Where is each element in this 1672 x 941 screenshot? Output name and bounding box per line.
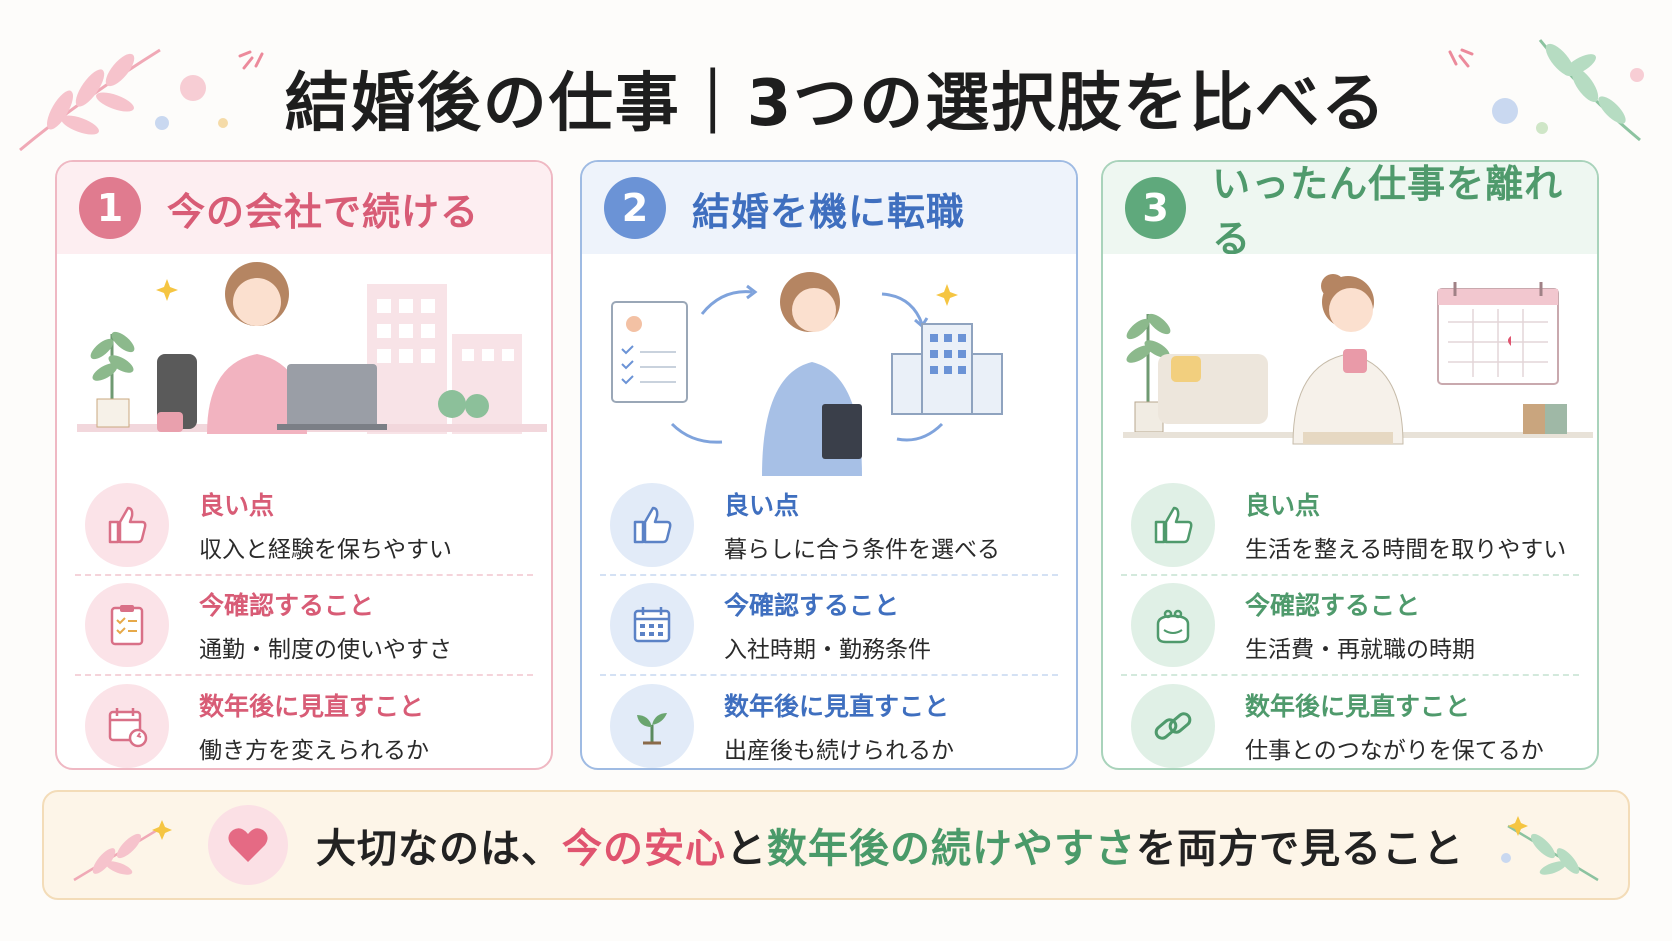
clipboard-icon [85,583,169,667]
list-item: 数年後に見直すこと 働き方を変えられるか [75,676,533,768]
chain-link-icon [1131,684,1215,768]
list-item: 良い点 収入と経験を保ちやすい [75,476,533,576]
list-item: 今確認すること 入社時期・勤務条件 [600,576,1058,676]
decor-dot [155,116,169,130]
option-card-2: 2 結婚を機に転職 [580,160,1078,770]
row-value: 仕事とのつながりを保てるか [1245,738,1544,764]
option-title: 結婚を機に転職 [692,189,966,234]
decor-dot [1492,98,1518,124]
row-value: 働き方を変えられるか [199,738,429,764]
row-value: 収入と経験を保ちやすい [199,537,452,563]
calendar-icon [610,583,694,667]
list-item: 良い点 暮らしに合う条件を選べる [600,476,1058,576]
option-card-3: 3 いったん仕事を離れる [1101,160,1599,770]
summary-text: 大切なのは、今の安心と数年後の続けやすさを両方で見ること [316,816,1464,874]
summary-highlight-now: 今の安心 [562,826,726,872]
card-header: 1 今の会社で続ける [57,162,551,254]
list-item: 数年後に見直すこと 出産後も続けられるか [600,676,1058,768]
option-number-badge: 1 [79,177,141,239]
decor-dot [180,75,206,101]
summary-mid: と [726,826,767,872]
job-change-illustration [582,254,1076,476]
sprout-icon [610,684,694,768]
leaf-decoration-top-right [1538,39,1641,142]
card-header: 2 結婚を機に転職 [582,162,1076,254]
leaf-decoration-bottom-left [73,820,172,882]
list-item: 数年後に見直すこと 仕事とのつながりを保てるか [1121,676,1579,768]
thumbs-up-icon [610,483,694,567]
option-title: いったん仕事を離れる [1212,162,1564,261]
page-title: 結婚後の仕事｜3つの選択肢を比べる [284,67,1388,141]
row-label: 数年後に見直すこと [1245,692,1471,721]
list-item: 良い点 生活を整える時間を取りやすい [1121,476,1579,576]
calendar-refresh-icon [85,684,169,768]
row-label: 今確認すること [1245,591,1421,620]
decor-dot [1630,68,1644,82]
decor-dot [218,118,228,128]
list-item: 今確認すること 通勤・制度の使いやすさ [75,576,533,676]
option-title: 今の会社で続ける [167,189,480,234]
row-label: 数年後に見直すこと [199,692,425,721]
home-life-illustration [1103,254,1597,476]
thumbs-up-icon [1131,483,1215,567]
row-value: 生活を整える時間を取りやすい [1245,537,1567,563]
card-header: 3 いったん仕事を離れる [1103,162,1597,261]
option-number-badge: 3 [1125,177,1187,239]
sparkle-lines-left [238,50,264,70]
row-label: 今確認すること [724,591,900,620]
summary-banner: 大切なのは、今の安心と数年後の続けやすさを両方で見ること [42,790,1630,900]
summary-highlight-future: 数年後の続けやすさ [767,826,1136,872]
row-value: 生活費・再就職の時期 [1245,637,1475,663]
row-label: 良い点 [724,491,800,520]
option-number-badge: 2 [604,177,666,239]
leaf-decoration-top-left [19,48,161,152]
row-label: 良い点 [199,491,275,520]
summary-suffix: を両方で見ること [1136,826,1464,872]
row-value: 通勤・制度の使いやすさ [199,637,452,663]
list-item: 今確認すること 生活費・再就職の時期 [1121,576,1579,676]
heart-icon [208,805,288,885]
thumbs-up-icon [85,483,169,567]
leaf-decoration-bottom-right [1501,816,1599,882]
row-label: 今確認すること [199,591,375,620]
row-value: 暮らしに合う条件を選べる [724,537,1000,563]
decor-dot [1536,122,1548,134]
row-value: 出産後も続けられるか [724,738,954,764]
row-value: 入社時期・勤務条件 [724,637,931,663]
option-card-1: 1 今の会社で続ける [55,160,553,770]
row-label: 数年後に見直すこと [724,692,950,721]
sparkle-lines-right [1448,48,1474,68]
summary-prefix: 大切なのは、 [316,826,562,872]
office-worker-illustration [57,254,551,476]
row-label: 良い点 [1245,491,1321,520]
purse-icon [1131,583,1215,667]
